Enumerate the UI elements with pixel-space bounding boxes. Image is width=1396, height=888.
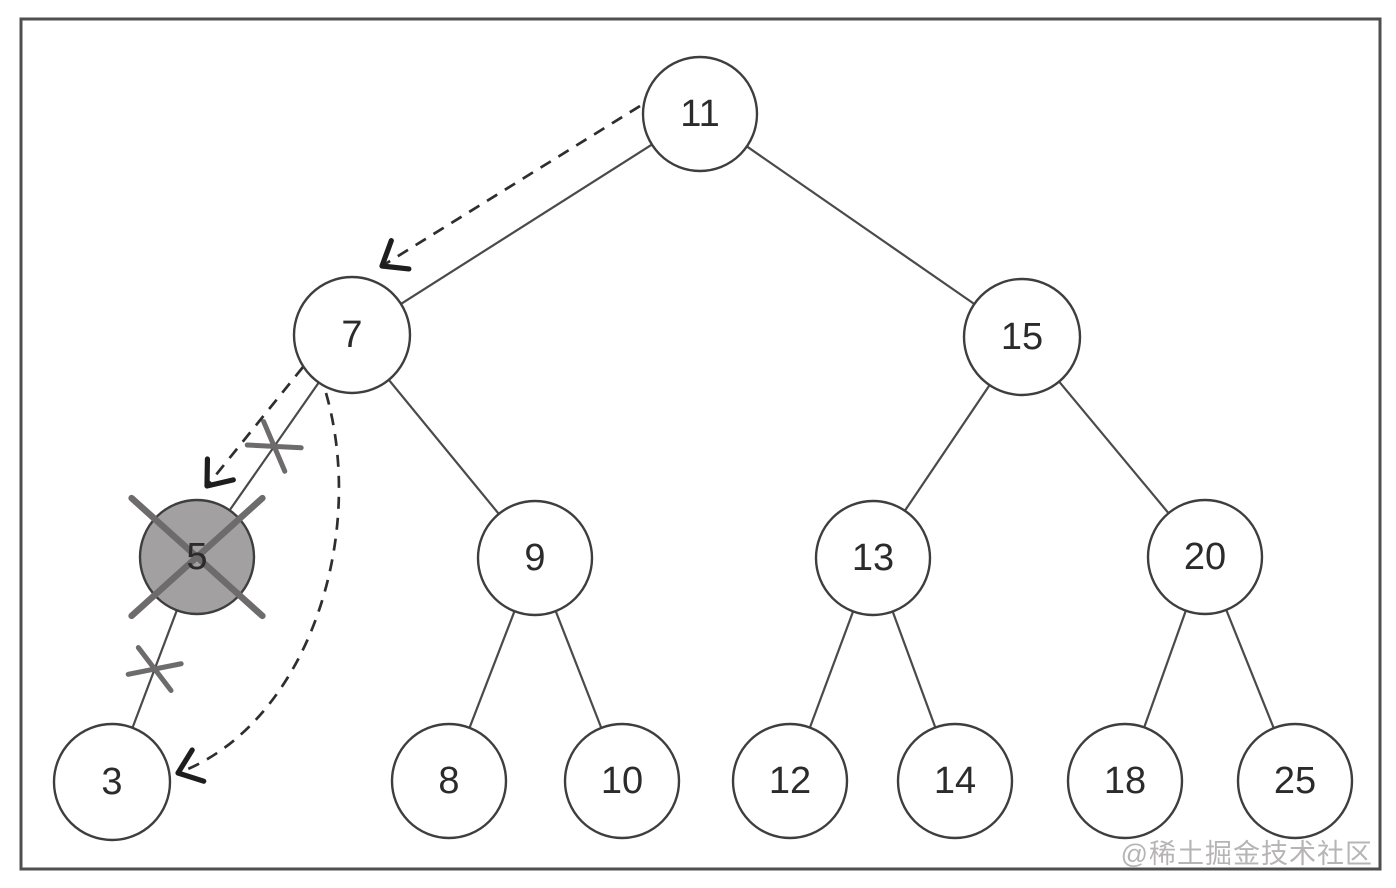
tree-node-label-5: 5 bbox=[186, 536, 207, 578]
watermark-text: @稀土掘金技术社区 bbox=[1121, 839, 1373, 869]
relink-path-7-to-3-arrowhead bbox=[175, 747, 207, 784]
edge-15-20 bbox=[1058, 380, 1170, 514]
edge-cross-5-3-stroke2 bbox=[135, 645, 174, 694]
tree-node-14 bbox=[896, 722, 1014, 840]
node-cross-5-stroke2 bbox=[128, 494, 266, 620]
tree-node-label-15: 15 bbox=[1001, 316, 1043, 358]
tree-node-13 bbox=[814, 499, 932, 617]
search-path-7-to-5 bbox=[205, 366, 305, 487]
tree-node-10 bbox=[563, 722, 681, 840]
tree-node-20 bbox=[1146, 498, 1264, 616]
edge-20-25 bbox=[1225, 609, 1275, 729]
edge-11-15 bbox=[746, 145, 975, 305]
edge-cross-7-5-stroke2 bbox=[261, 419, 288, 474]
diagram-frame bbox=[19, 17, 1382, 871]
tree-node-label-11: 11 bbox=[680, 93, 719, 135]
tree-node-15 bbox=[962, 277, 1082, 397]
tree-node-label-25: 25 bbox=[1274, 760, 1316, 802]
tree-node-label-8: 8 bbox=[438, 760, 459, 802]
search-path-11-to-7-arrowhead bbox=[379, 238, 412, 272]
tree-node-7 bbox=[292, 275, 412, 395]
tree-node-9 bbox=[476, 499, 594, 617]
edge-11-7 bbox=[400, 143, 653, 305]
edge-13-14 bbox=[891, 611, 937, 728]
search-path-7-to-5-arrowhead bbox=[204, 456, 236, 489]
tree-node-label-10: 10 bbox=[601, 760, 643, 802]
tree-node-label-13: 13 bbox=[852, 537, 894, 579]
edge-13-12 bbox=[808, 611, 855, 728]
edge-9-8 bbox=[468, 610, 516, 729]
edge-7-9 bbox=[387, 379, 500, 515]
tree-node-25 bbox=[1236, 722, 1354, 840]
tree-node-3 bbox=[52, 722, 172, 842]
edge-15-13 bbox=[903, 384, 991, 512]
tree-node-label-12: 12 bbox=[769, 760, 811, 802]
tree-node-8 bbox=[390, 722, 508, 840]
edge-20-18 bbox=[1143, 610, 1187, 728]
tree-node-label-20: 20 bbox=[1184, 536, 1226, 578]
tree-node-label-9: 9 bbox=[524, 537, 545, 579]
tree-node-label-14: 14 bbox=[934, 760, 976, 802]
relink-path-7-to-3 bbox=[177, 392, 341, 775]
tree-layer: 11 7 15 5 9 13 20 3 8 10 12 14 18 25 bbox=[19, 17, 1382, 871]
tree-node-12 bbox=[731, 722, 849, 840]
edge-9-10 bbox=[554, 610, 603, 729]
tree-node-label-3: 3 bbox=[101, 761, 122, 803]
tree-node-label-7: 7 bbox=[341, 314, 362, 356]
search-path-11-to-7 bbox=[381, 104, 641, 268]
tree-node-label-18: 18 bbox=[1104, 760, 1146, 802]
tree-node-11 bbox=[641, 55, 759, 173]
tree-node-18 bbox=[1066, 722, 1184, 840]
